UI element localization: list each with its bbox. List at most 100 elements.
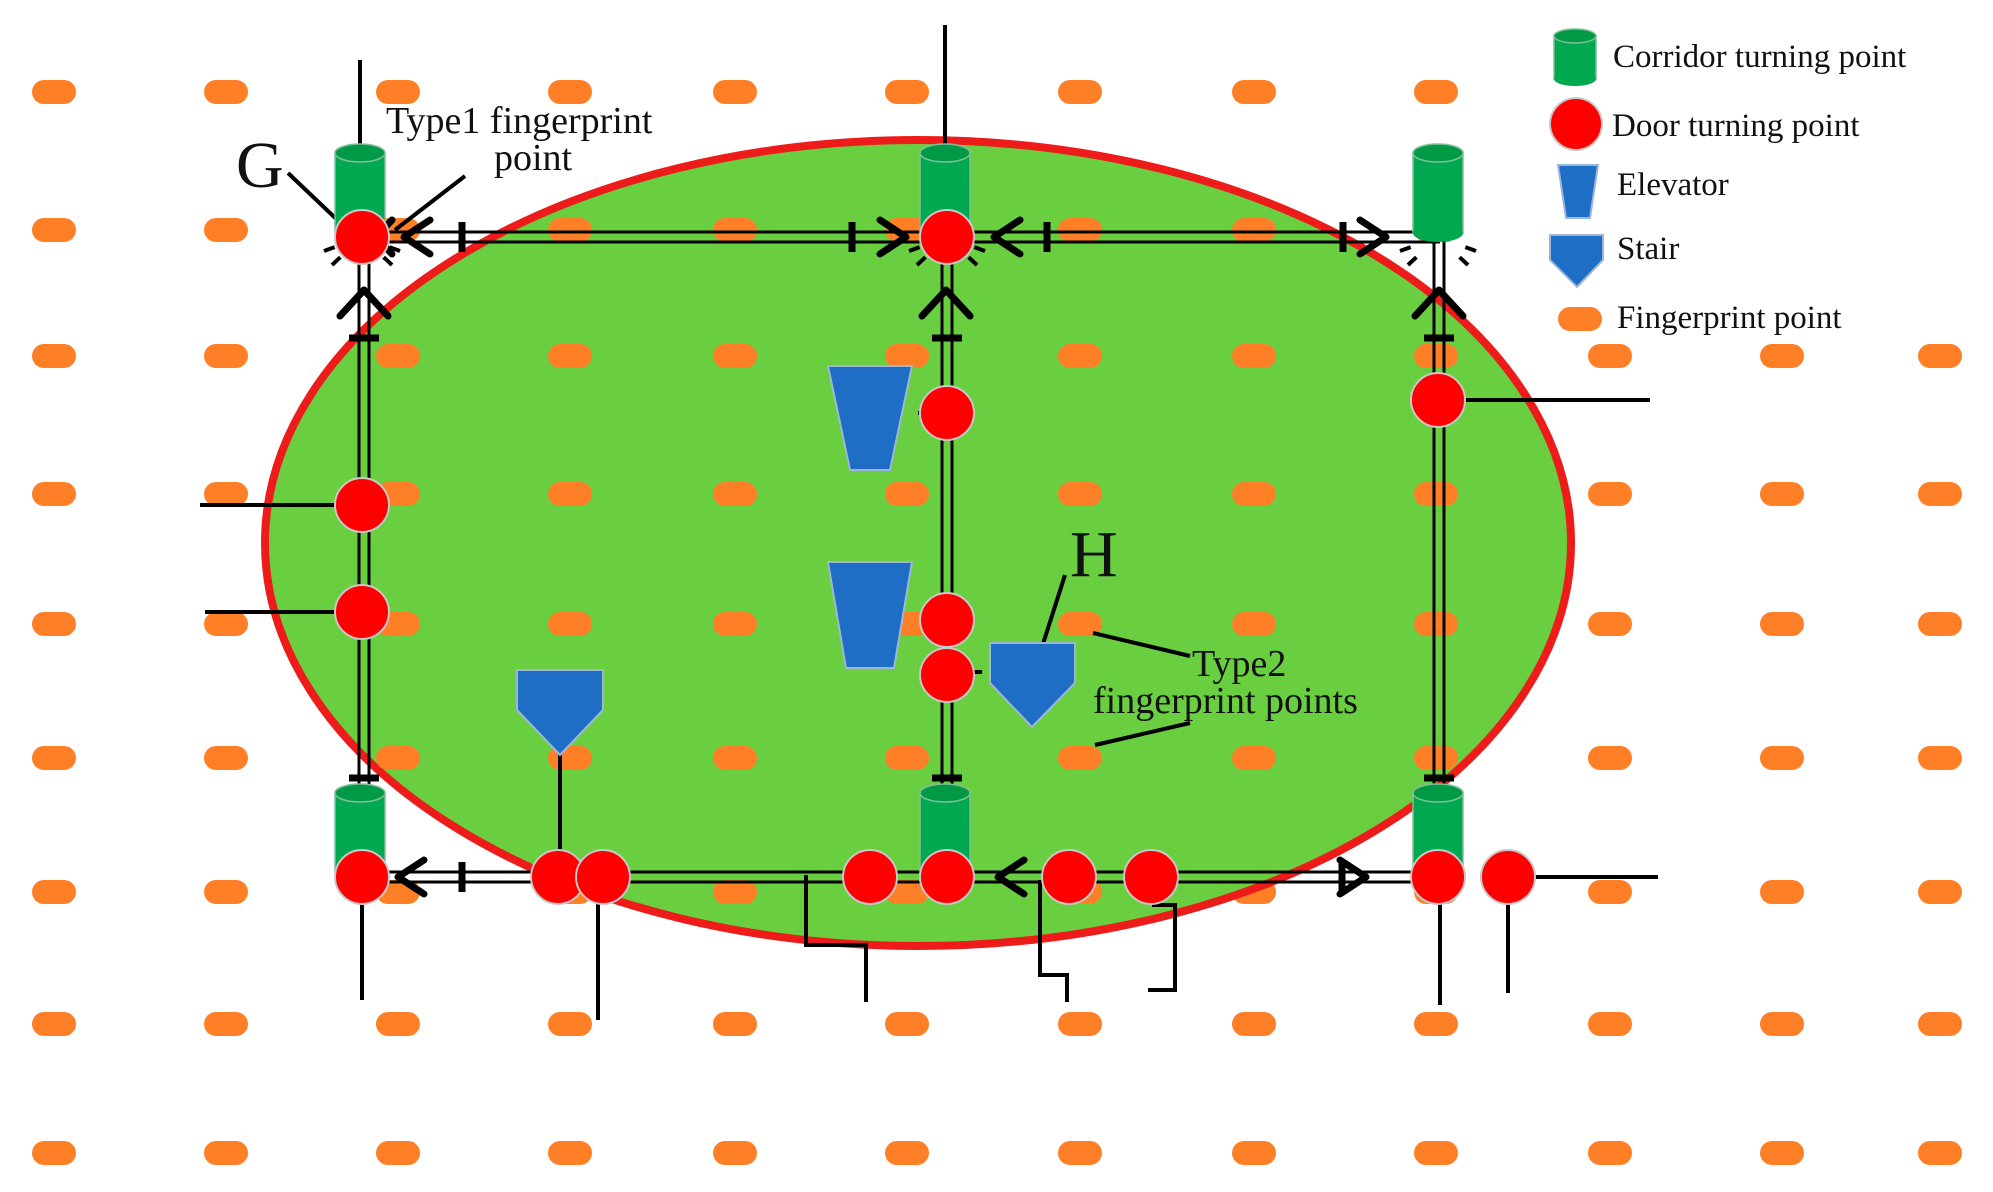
type2-region-ellipse: [261, 136, 1575, 950]
fingerprint-point: [885, 746, 929, 770]
fingerprint-point: [885, 482, 929, 506]
door-turning-point-icon: [919, 849, 975, 905]
door-turning-point-icon: [1410, 372, 1466, 428]
door-turning-point-icon: [1123, 849, 1179, 905]
fingerprint-point: [204, 218, 248, 242]
fingerprint-point: [1232, 482, 1276, 506]
fingerprint-point: [1058, 612, 1102, 636]
fingerprint-point: [885, 1141, 929, 1165]
door-turning-point-icon: [334, 209, 390, 265]
fingerprint-point: [548, 1141, 592, 1165]
fingerprint-point: [204, 880, 248, 904]
fingerprint-point: [713, 1012, 757, 1036]
trapezoid-icon: [1556, 164, 1600, 219]
fingerprint-point: [1760, 344, 1804, 368]
label-g: G: [236, 129, 284, 202]
fingerprint-point: [32, 746, 76, 770]
fingerprint-point: [1414, 1141, 1458, 1165]
fingerprint-point: [1058, 344, 1102, 368]
fingerprint-point: [1414, 746, 1458, 770]
fingerprint-point: [1058, 218, 1102, 242]
fingerprint-point: [1414, 482, 1458, 506]
type2-label-line2: fingerprint points: [1093, 680, 1358, 722]
fingerprint-point: [204, 482, 248, 506]
fingerprint-point: [1058, 482, 1102, 506]
fingerprint-point: [713, 746, 757, 770]
direction-arrows: [336, 216, 1467, 898]
cylinder-icon: [1553, 28, 1597, 86]
fingerprint-point: [1760, 612, 1804, 636]
stairs: [516, 642, 1076, 757]
fingerprint-point: [32, 482, 76, 506]
fingerprint-point: [885, 80, 929, 104]
fingerprint-point: [32, 344, 76, 368]
door-turning-point-icon: [334, 584, 390, 640]
fingerprint-point: [1058, 1141, 1102, 1165]
fingerprint-point: [1414, 1012, 1458, 1036]
fingerprint-point: [1918, 344, 1962, 368]
fingerprint-point: [32, 80, 76, 104]
fingerprint-point: [1760, 1012, 1804, 1036]
fingerprint-point: [1760, 1141, 1804, 1165]
elevator-icon: [826, 561, 914, 669]
fingerprint-point: [204, 1012, 248, 1036]
type1-label-line2: point: [494, 137, 573, 179]
fingerprint-point: [1232, 1012, 1276, 1036]
door-turning-point-icon: [334, 849, 390, 905]
fingerprint-point: [713, 218, 757, 242]
fingerprint-point: [1232, 80, 1276, 104]
fingerprint-point: [32, 880, 76, 904]
fingerprint-point: [713, 344, 757, 368]
fingerprint-point: [32, 612, 76, 636]
fingerprint-point: [1760, 482, 1804, 506]
fingerprint-point: [885, 344, 929, 368]
fingerprint-point: [548, 482, 592, 506]
fingerprint-point: [1588, 1012, 1632, 1036]
junction-spokes: [323, 245, 1477, 267]
fingerprint-point: [548, 612, 592, 636]
legend-label-corridor: Corridor turning point: [1613, 39, 1906, 75]
fingerprint-point: [1232, 612, 1276, 636]
fingerprint-point: [1918, 482, 1962, 506]
door-turning-point-icon: [919, 592, 975, 648]
fingerprint-point: [32, 1012, 76, 1036]
red-circle-icon: [1549, 97, 1603, 151]
fingerprint-point: [376, 80, 420, 104]
fingerprint-point: [204, 746, 248, 770]
fingerprint-point: [1918, 1012, 1962, 1036]
fingerprint-point: [1232, 1141, 1276, 1165]
fingerprint-point: [204, 80, 248, 104]
fingerprint-point: [204, 612, 248, 636]
fingerprint-point: [1058, 80, 1102, 104]
fingerprint-point: [1588, 482, 1632, 506]
fingerprint-point: [1414, 612, 1458, 636]
type1-label-line1: Type1 fingerprint: [386, 100, 653, 142]
legend: Corridor turning point Door turning poin…: [1549, 28, 1906, 336]
fingerprint-point: [1588, 880, 1632, 904]
fingerprint-point: [1058, 1012, 1102, 1036]
legend-label-elevator: Elevator: [1617, 167, 1729, 203]
fingerprint-point: [1918, 1141, 1962, 1165]
door-turning-point-icon: [575, 849, 631, 905]
connector-lines: [200, 25, 1658, 1020]
elevators: [826, 365, 914, 669]
fingerprint-point: [376, 344, 420, 368]
fingerprint-point: [713, 482, 757, 506]
door-turning-point-icon: [842, 849, 898, 905]
pentagon-icon: [1549, 234, 1604, 289]
fingerprint-point: [548, 344, 592, 368]
fingerprint-point: [1588, 1141, 1632, 1165]
fingerprint-point: [1414, 344, 1458, 368]
fingerprint-point: [1760, 746, 1804, 770]
fingerprint-point: [32, 1141, 76, 1165]
fingerprint-point: [1760, 880, 1804, 904]
fingerprint-point: [713, 80, 757, 104]
legend-label-door: Door turning point: [1612, 108, 1859, 144]
fingerprint-point: [548, 80, 592, 104]
fingerprint-point: [204, 1141, 248, 1165]
door-turning-point-icon: [919, 647, 975, 703]
fingerprint-point: [713, 1141, 757, 1165]
legend-label-fingerprint: Fingerprint point: [1617, 300, 1842, 336]
type2-label-line1: Type2: [1192, 643, 1286, 685]
